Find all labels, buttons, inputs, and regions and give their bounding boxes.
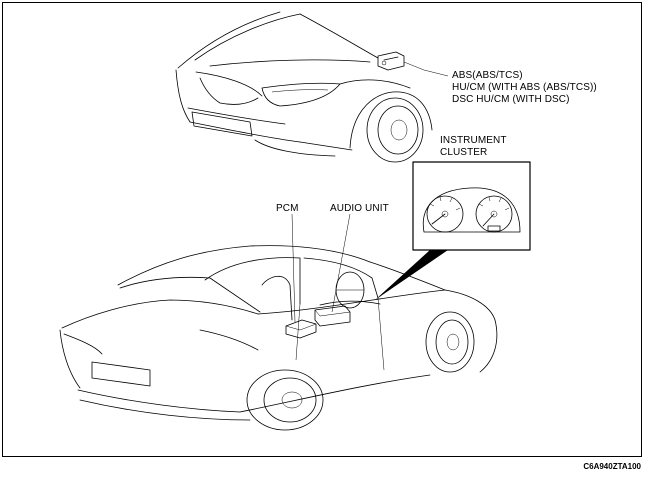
abs-label-line1: ABS(ABS/TCS) — [452, 70, 523, 81]
audio-unit-label: AUDIO UNIT — [330, 203, 389, 214]
abs-label-line3: DSC HU/CM (WITH DSC) — [452, 94, 570, 105]
figure-code: C6A940ZTA100 — [583, 462, 641, 471]
instrument-cluster-label-line1: INSTRUMENT — [440, 135, 507, 146]
instrument-cluster-label-line2: CLUSTER — [440, 147, 488, 158]
abs-label-line2: HU/CM (WITH ABS (ABS/TCS)) — [452, 82, 597, 93]
pcm-label: PCM — [276, 203, 299, 214]
front-car-illustration — [175, 11, 449, 163]
rear-car-illustration — [59, 213, 498, 431]
diagram-frame — [2, 2, 642, 457]
instrument-cluster-callout — [375, 161, 531, 300]
